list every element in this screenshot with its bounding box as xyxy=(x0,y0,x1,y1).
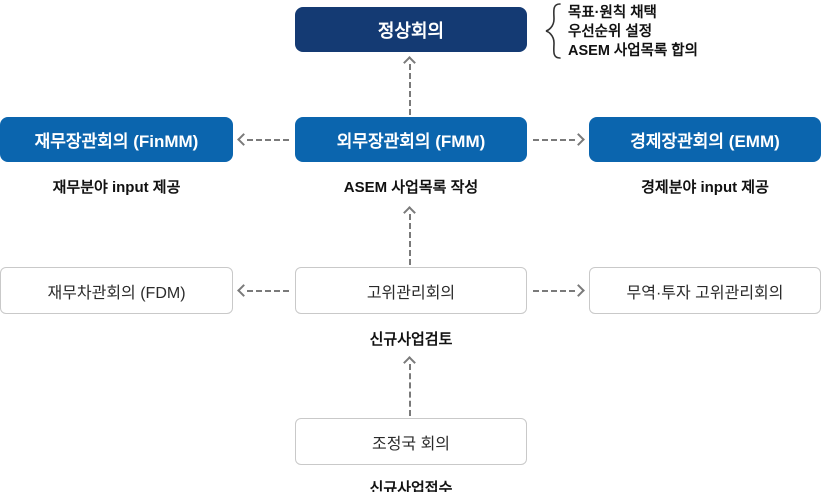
dashed-connector xyxy=(533,139,575,141)
som-caption: 신규사업검토 xyxy=(369,331,453,348)
trade-investment-som-label: 무역·투자 고위관리회의 xyxy=(626,284,784,302)
brace-icon xyxy=(543,2,563,65)
summit-note: 목표·원칙 채택 xyxy=(568,5,657,21)
emm-box: 경제장관회의 (EMM) xyxy=(589,117,821,162)
summit-note: ASEM 사업목록 합의 xyxy=(568,43,698,59)
summit-note: 우선순위 설정 xyxy=(568,24,653,40)
dashed-connector xyxy=(409,364,411,416)
fmm-label: 외무장관회의 (FMM) xyxy=(336,132,486,151)
fdm-label: 재무차관회의 (FDM) xyxy=(47,284,186,302)
summit-notes: 목표·원칙 채택 우선순위 설정 ASEM 사업목록 합의 xyxy=(568,4,698,60)
dashed-connector xyxy=(409,64,411,115)
coordinator-meeting-label: 조정국 회의 xyxy=(371,435,451,453)
dashed-connector xyxy=(247,290,289,292)
dashed-connector xyxy=(247,139,289,141)
fmm-box: 외무장관회의 (FMM) xyxy=(295,117,527,162)
fdm-box: 재무차관회의 (FDM) xyxy=(0,267,233,314)
fmm-caption: ASEM 사업목록 작성 xyxy=(343,179,479,196)
summit-meeting-label: 정상회의 xyxy=(377,20,445,41)
finmm-caption: 재무분야 input 제공 xyxy=(52,179,181,196)
coordinator-meeting-box: 조정국 회의 xyxy=(295,418,527,465)
som-box: 고위관리회의 xyxy=(295,267,527,314)
summit-meeting-box: 정상회의 xyxy=(295,7,527,52)
coordinator-caption: 신규사업접수 xyxy=(369,480,453,492)
dashed-connector xyxy=(409,214,411,265)
finmm-label: 재무장관회의 (FinMM) xyxy=(34,132,199,151)
som-label: 고위관리회의 xyxy=(366,284,456,302)
emm-label: 경제장관회의 (EMM) xyxy=(630,132,780,151)
finmm-box: 재무장관회의 (FinMM) xyxy=(0,117,233,162)
emm-caption: 경제분야 input 제공 xyxy=(641,179,769,196)
arrow-right-icon xyxy=(572,133,585,146)
arrow-right-icon xyxy=(572,284,585,297)
dashed-connector xyxy=(533,290,575,292)
trade-investment-som-box: 무역·투자 고위관리회의 xyxy=(589,267,821,314)
